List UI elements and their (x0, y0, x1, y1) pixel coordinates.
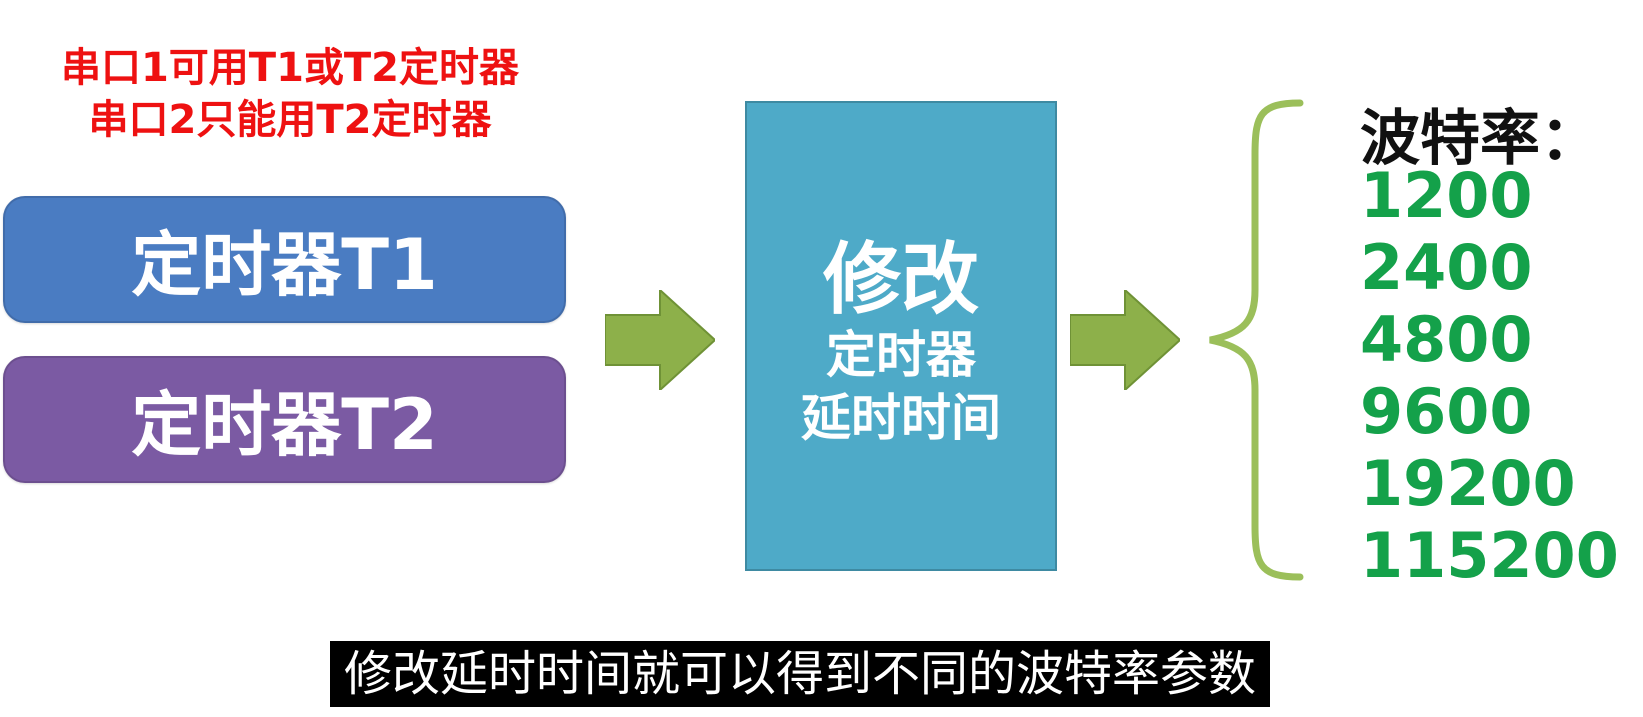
arrow-right-icon (1070, 290, 1180, 390)
baud-rate-item: 1200 (1360, 159, 1533, 232)
baud-rate-title: 波特率： (1360, 104, 1600, 174)
timer-t2-label: 定时器T2 (131, 384, 438, 466)
arrow-right-icon (605, 290, 715, 390)
curly-brace-icon (1209, 99, 1304, 581)
modify-line-delay: 延时时间 (801, 389, 1001, 447)
modify-timer-box: 修改 定时器 延时时间 (745, 101, 1057, 571)
note-line-2: 串口2只能用T2定时器 (88, 97, 492, 143)
subtitle-caption: 修改延时时间就可以得到不同的波特率参数 (330, 641, 1271, 707)
baud-rate-item: 115200 (1360, 519, 1619, 592)
note-line-1: 串口1可用T1或T2定时器 (60, 45, 520, 91)
baud-rate-item: 4800 (1360, 303, 1533, 376)
modify-title: 修改 (822, 235, 979, 325)
baud-rate-item: 19200 (1360, 447, 1576, 520)
timer-t1-box: 定时器T1 (3, 196, 566, 323)
baud-rate-item: 9600 (1360, 375, 1533, 448)
modify-line-timer: 定时器 (826, 326, 976, 384)
baud-rate-item: 2400 (1360, 231, 1533, 304)
timer-t2-box: 定时器T2 (3, 356, 566, 483)
timer-t1-label: 定时器T1 (131, 224, 438, 306)
